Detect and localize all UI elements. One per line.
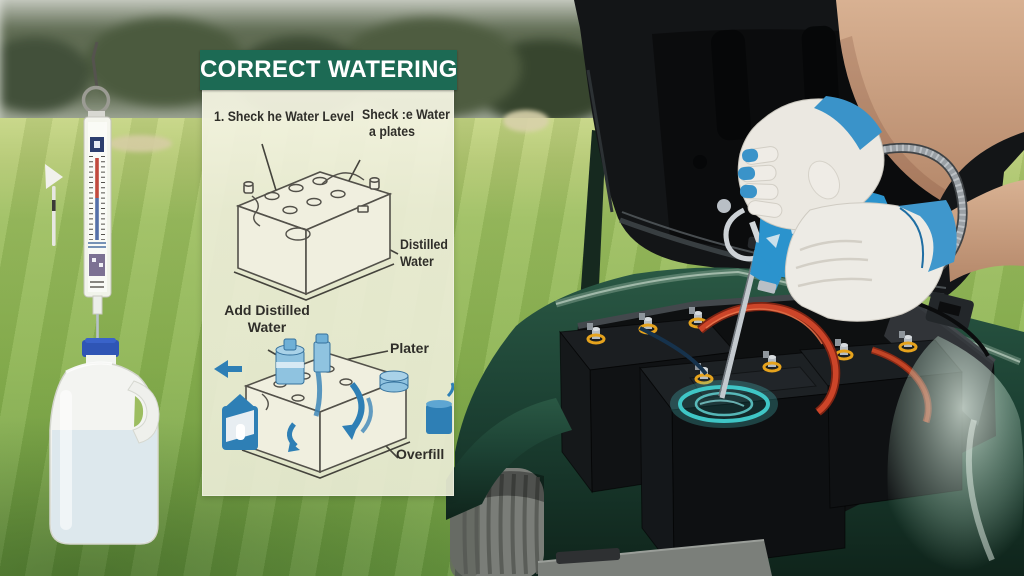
cart-wheel: [446, 398, 572, 576]
filler-pump-icon: [313, 333, 331, 373]
sand-bunker: [503, 110, 549, 132]
sand-bunker: [108, 135, 172, 152]
cart-bumper: [537, 539, 772, 576]
distilled-water-jug: [49, 338, 160, 545]
work-glove-right: [784, 200, 957, 322]
battery-diagram-check: [233, 171, 395, 301]
label-plater: Plater: [390, 340, 429, 356]
water-jug-icon: [222, 394, 258, 450]
battery-diagram-fill: [214, 333, 454, 479]
label-distilled-water: Distilled Water: [400, 236, 448, 269]
thermometer-icon: [81, 41, 112, 344]
battery-diagrams: [214, 143, 454, 479]
left-props: [45, 41, 160, 545]
cap-cylinder-icon: [379, 370, 409, 393]
water-bottle-icon: [275, 338, 305, 385]
lid-latch: [925, 291, 974, 330]
label-step1: 1. Sheck he Water Level: [214, 108, 354, 124]
label-add-distilled-water: Add Distilled Water: [224, 302, 310, 335]
panel-title: CORRECT WATERING: [200, 50, 457, 90]
work-glove-left: [737, 96, 885, 231]
roof-pillar: [580, 130, 606, 308]
canister-icon: [426, 382, 454, 434]
golf-flag-icon: [45, 164, 63, 246]
label-step2: Sheck :e Water a plates: [362, 106, 450, 139]
arrow-left-icon: [214, 360, 242, 378]
label-overfill: Overfill: [396, 446, 445, 462]
water-level: [51, 430, 157, 543]
overfill-arrows: [287, 371, 373, 452]
fender-gloss: [887, 336, 1024, 576]
infographic-panel: CORRECT WATERING 1. Sheck he Water Level…: [200, 50, 457, 496]
